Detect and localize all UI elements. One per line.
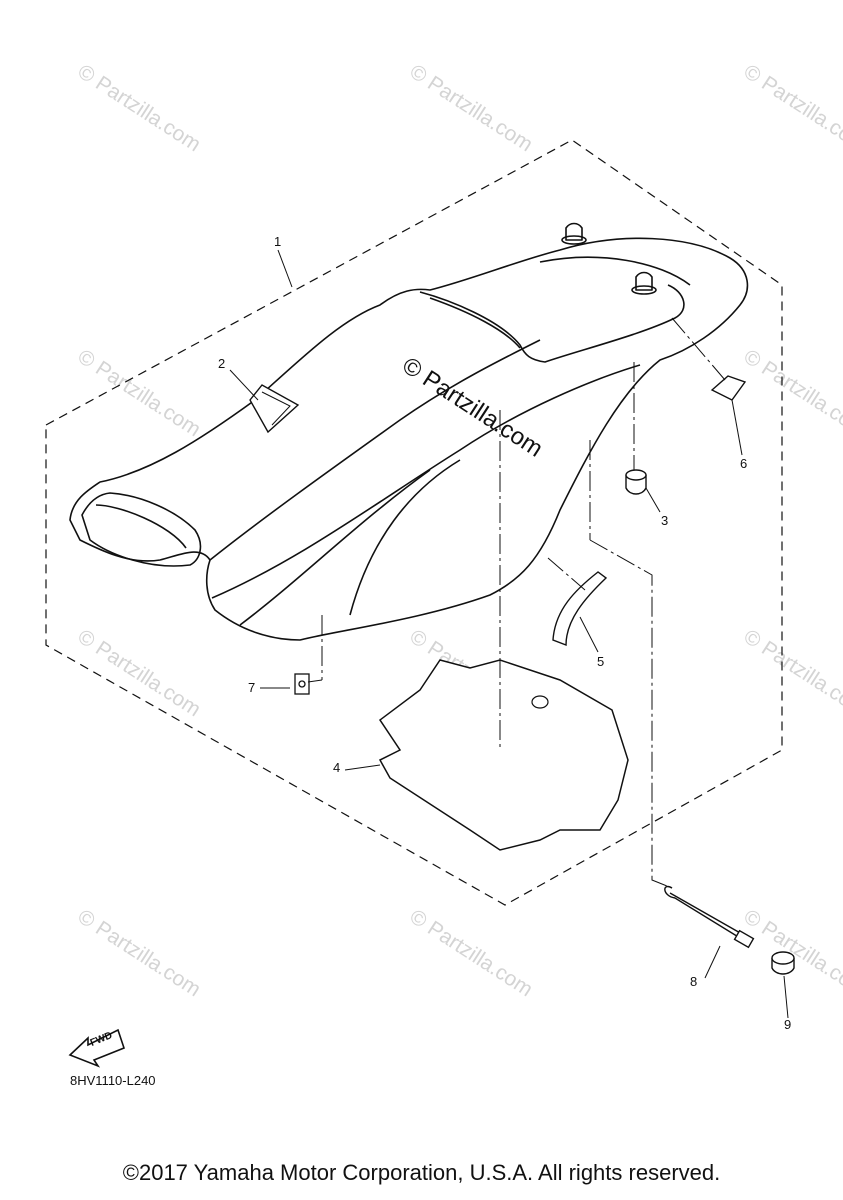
callout-1[interactable]: 1 [274, 234, 282, 249]
rubber-stopper-shape [710, 375, 747, 401]
copyright-notice: ©2017 Yamaha Motor Corporation, U.S.A. A… [122, 1160, 721, 1185]
callout-8[interactable]: 8 [690, 974, 698, 989]
damper-shape [625, 469, 647, 495]
callout-7[interactable]: 7 [248, 680, 256, 695]
callout-9[interactable]: 9 [784, 1017, 792, 1032]
bottom-sheet-shape [378, 659, 629, 851]
callout-6[interactable]: 6 [740, 456, 748, 471]
band-shape [552, 571, 608, 647]
nut-shape [771, 951, 795, 975]
seat-illustration [69, 222, 749, 641]
callout-3[interactable]: 3 [661, 513, 669, 528]
callout-5[interactable]: 5 [597, 654, 605, 669]
alignment-lines [307, 317, 726, 889]
emblem-sheet-shape [249, 384, 300, 434]
callout-4[interactable]: 4 [333, 760, 341, 775]
callout-2[interactable]: 2 [218, 356, 226, 371]
leader-lines [229, 249, 789, 1019]
fwd-arrow-icon [68, 1028, 125, 1068]
clip-nut-shape [294, 673, 310, 695]
diagram-code: 8HV1110-L240 [70, 1073, 156, 1088]
assembly-boundary [45, 139, 783, 906]
hook-bolt-shape [664, 885, 755, 949]
